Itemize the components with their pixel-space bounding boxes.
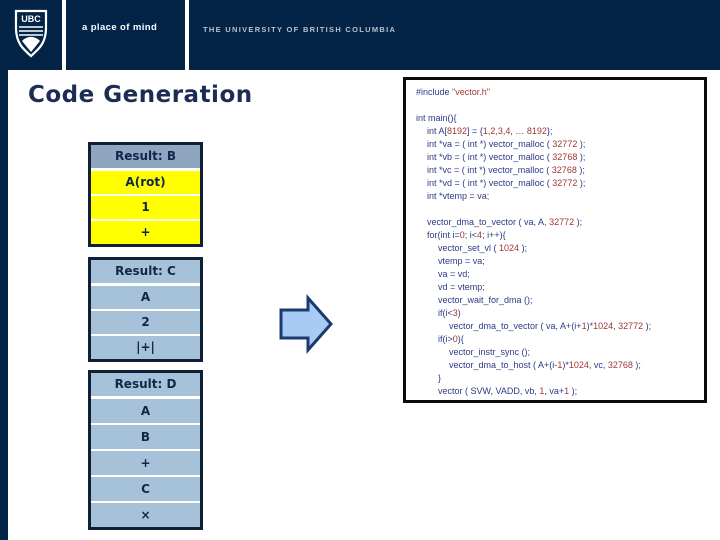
code-line	[406, 99, 704, 112]
code-line: vtemp = va;	[438, 256, 485, 266]
stack-header-d: Result: D	[91, 373, 200, 399]
sidebar-strip	[0, 0, 8, 540]
stack-header-b: Result: B	[91, 145, 200, 171]
code-line: int *vd = ( int *) vector_malloc ( 32772…	[427, 178, 586, 188]
code-line: for(int i=0; i<4; i++){	[427, 230, 506, 240]
code-line: int *vtemp = va;	[427, 191, 490, 201]
stack-header-c: Result: C	[91, 260, 200, 286]
stack-cell: +	[91, 451, 200, 477]
code-line: int A[8192] = {1,2,3,4, … 8192};	[427, 126, 553, 136]
code-line: vector_dma_to_vector ( va, A+(i+1)*1024,…	[449, 321, 652, 331]
code-line: vector_set_vl ( 1024 );	[438, 243, 528, 253]
code-line: int *vb = ( int *) vector_malloc ( 32768…	[427, 152, 586, 162]
code-line: vector_wait_for_dma ();	[438, 295, 533, 305]
code-line: vector_instr_sync ();	[449, 347, 531, 357]
code-line: int *va = ( int *) vector_malloc ( 32772…	[427, 139, 586, 149]
stack-cell: 2	[91, 311, 200, 336]
code-line: va = vd;	[438, 269, 470, 279]
code-line	[406, 203, 704, 216]
result-stack-b: Result: B A(rot)1+	[88, 142, 203, 247]
stack-cell: 1	[91, 196, 200, 221]
stack-cell: A	[91, 399, 200, 425]
svg-text:UBC: UBC	[21, 14, 41, 24]
stack-cell: A(rot)	[91, 171, 200, 196]
stack-cell: C	[91, 477, 200, 503]
stack-cell: B	[91, 425, 200, 451]
page-title: Code Generation	[28, 82, 253, 108]
stack-cells-b: A(rot)1+	[91, 171, 200, 244]
stack-cell: |+|	[91, 336, 200, 359]
header-university-block: THE UNIVERSITY OF BRITISH COLUMBIA	[189, 0, 720, 70]
code-line: int *vc = ( int *) vector_malloc ( 32768…	[427, 165, 585, 175]
code-line: #include "vector.h"	[416, 87, 490, 97]
brand-tagline: a place of mind	[82, 22, 158, 33]
code-line: vector_dma_to_host ( A+(i-1)*1024, vc, 3…	[449, 360, 641, 370]
code-line: if(i>0){	[438, 334, 464, 344]
code-panel: #include "vector.h" int main(){ int A[819…	[403, 77, 707, 403]
stack-cell: A	[91, 286, 200, 311]
code-line: vector_dma_to_vector ( va, A, 32772 );	[427, 217, 583, 227]
code-lines: #include "vector.h" int main(){ int A[819…	[406, 86, 704, 398]
code-line: vector ( SVW, VADD, vb, 1, va+1 );	[438, 386, 578, 396]
stack-cell: +	[91, 221, 200, 244]
flow-arrow-icon	[279, 294, 334, 354]
code-line: int main(){	[416, 113, 457, 123]
code-line: }	[438, 373, 442, 383]
code-line: vd = vtemp;	[438, 282, 485, 292]
code-line: if(i<3)	[438, 308, 461, 318]
stack-cell: ×	[91, 503, 200, 527]
header-tagline-block: a place of mind	[66, 0, 185, 70]
university-name: THE UNIVERSITY OF BRITISH COLUMBIA	[203, 25, 397, 34]
ubc-crest-icon: UBC	[14, 9, 48, 58]
header-logo-block: UBC	[0, 0, 62, 70]
